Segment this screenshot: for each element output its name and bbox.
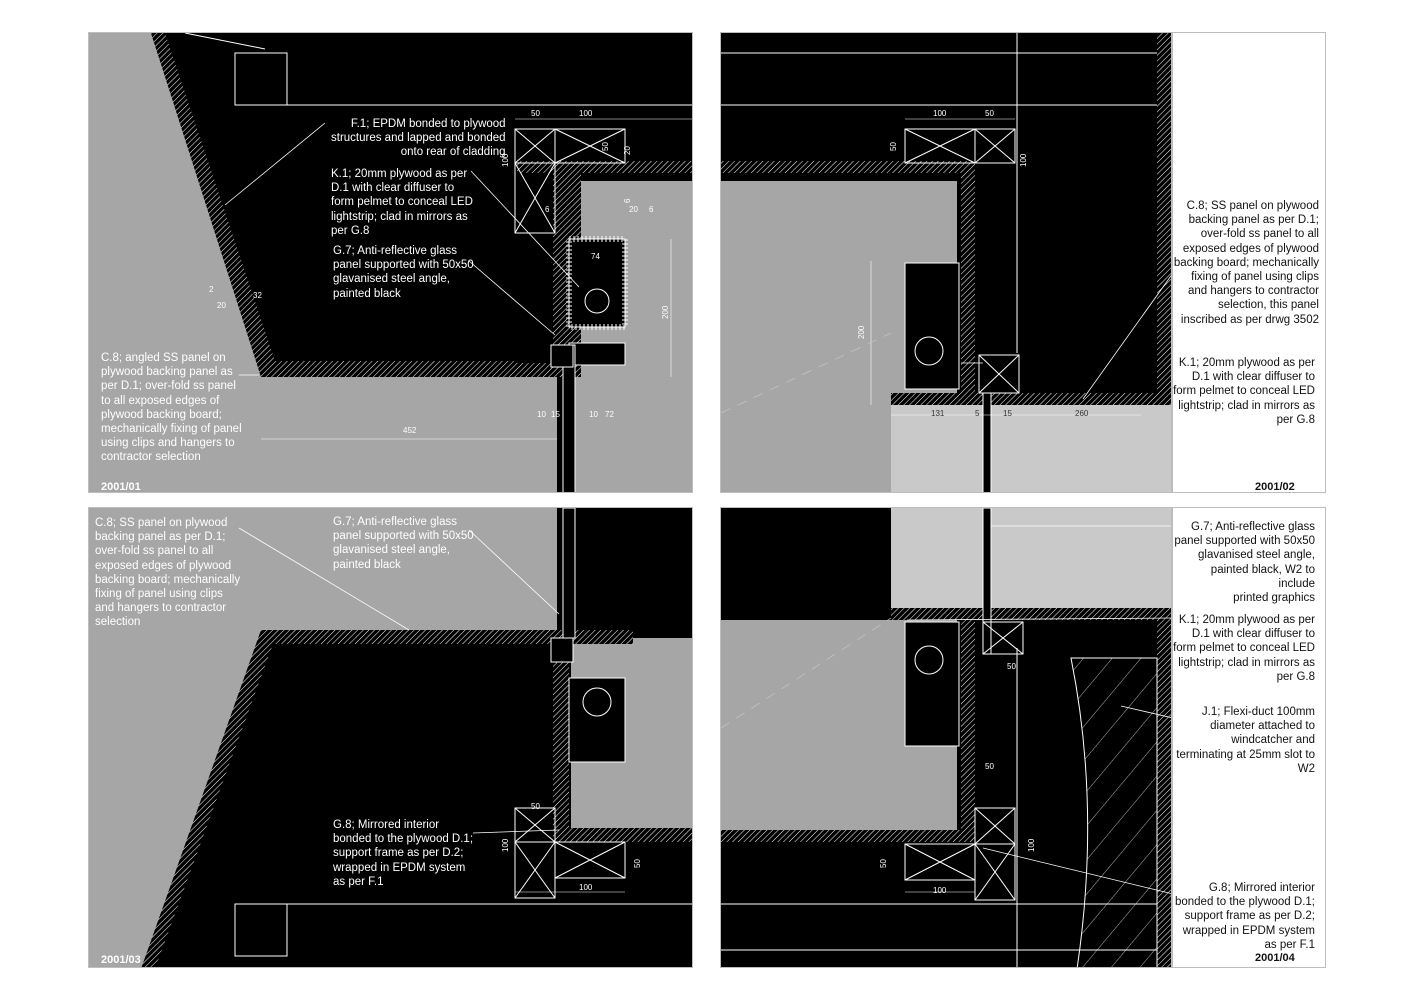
- note-c8: C.8; angled SS panel on plywood backing …: [101, 352, 242, 464]
- dim-label: 50: [531, 109, 540, 118]
- note-k1: K.1; 20mm plywood as per D.1 with clear …: [1173, 614, 1315, 683]
- detail-2001-02-drawing: [721, 33, 1171, 492]
- dim-label: 74: [591, 252, 600, 261]
- dim-label: 10: [537, 410, 546, 419]
- dim-label: 260: [1075, 409, 1089, 418]
- dim-label: 50: [985, 109, 994, 118]
- dim-label: 100: [933, 886, 947, 895]
- detail-code: 2001/04: [1255, 952, 1295, 964]
- detail-2001-02: 100 50 50 100 200 131 5 15 260: [720, 32, 1172, 493]
- dim-label: 6: [649, 205, 654, 214]
- detail-2001-03: C.8; SS panel on plywood backing panel a…: [88, 507, 693, 968]
- detail-2001-03-drawing: [89, 508, 692, 967]
- note-k1: K.1; 20mm plywood as per D.1 with clear …: [1173, 357, 1315, 426]
- dim-label: 32: [253, 291, 262, 300]
- dim-label: 20: [623, 146, 632, 155]
- note-g7: G.7; Anti-reflective glass panel support…: [333, 516, 474, 571]
- dim-label: 100: [933, 109, 947, 118]
- dim-label: 15: [551, 410, 560, 419]
- note-g7: G.7; Anti-reflective glass panel support…: [333, 245, 474, 300]
- detail-2001-01: F.1; EPDM bonded to plywood structures a…: [88, 32, 693, 493]
- detail-code: 2001/01: [101, 481, 141, 493]
- note-g8: G.8; Mirrored interior bonded to the ply…: [1174, 882, 1315, 951]
- dim-label: 50: [633, 859, 642, 868]
- dim-label: 452: [403, 426, 417, 435]
- detail-code: 2001/02: [1255, 481, 1295, 493]
- dim-label: 10: [589, 410, 598, 419]
- dim-label: 100: [579, 883, 593, 892]
- notes-column-2001-04: G.7; Anti-reflective glass panel support…: [1172, 507, 1326, 968]
- dim-label: 200: [857, 325, 866, 339]
- note-k1: K.1; 20mm plywood as per D.1 with clear …: [331, 168, 473, 237]
- detail-2001-04-drawing: [721, 508, 1171, 967]
- dim-label: 5: [975, 409, 980, 418]
- dim-label: 20: [217, 301, 226, 310]
- dim-label: 50: [985, 762, 994, 771]
- dim-label: 100: [501, 153, 510, 167]
- dim-label: 72: [605, 410, 614, 419]
- dim-label: 50: [1007, 662, 1016, 671]
- dim-label: 100: [501, 838, 510, 852]
- note-j1: J.1; Flexi-duct 100mm diameter attached …: [1176, 706, 1315, 775]
- note-g8: G.8; Mirrored interior bonded to the ply…: [333, 819, 474, 888]
- dim-label: 15: [1003, 409, 1012, 418]
- dim-label: 100: [1019, 153, 1028, 167]
- dim-label: 100: [579, 109, 593, 118]
- notes-column-2001-02: C.8; SS panel on plywood backing panel a…: [1172, 32, 1326, 493]
- dim-label: 50: [889, 142, 898, 151]
- note-c8: C.8; SS panel on plywood backing panel a…: [95, 517, 241, 629]
- note-g7: G.7; Anti-reflective glass panel support…: [1174, 521, 1315, 605]
- dim-label: 131: [931, 409, 945, 418]
- detail-code: 2001/03: [101, 954, 141, 966]
- dim-label: 50: [531, 802, 540, 811]
- note-f1: F.1; EPDM bonded to plywood structures a…: [331, 118, 506, 159]
- dim-label: 100: [1027, 838, 1036, 852]
- dim-label: 2: [209, 285, 214, 294]
- dim-label: 50: [879, 859, 888, 868]
- detail-2001-01-drawing: [89, 33, 692, 492]
- dim-label: 50: [601, 142, 610, 151]
- note-c8: C.8; SS panel on plywood backing panel a…: [1173, 200, 1319, 326]
- detail-2001-04: 50 50 100 50 100: [720, 507, 1172, 968]
- dim-label: 200: [661, 305, 670, 319]
- dim-label: 6: [623, 198, 632, 203]
- dim-label: 20: [629, 205, 638, 214]
- dim-label: 6: [545, 205, 550, 214]
